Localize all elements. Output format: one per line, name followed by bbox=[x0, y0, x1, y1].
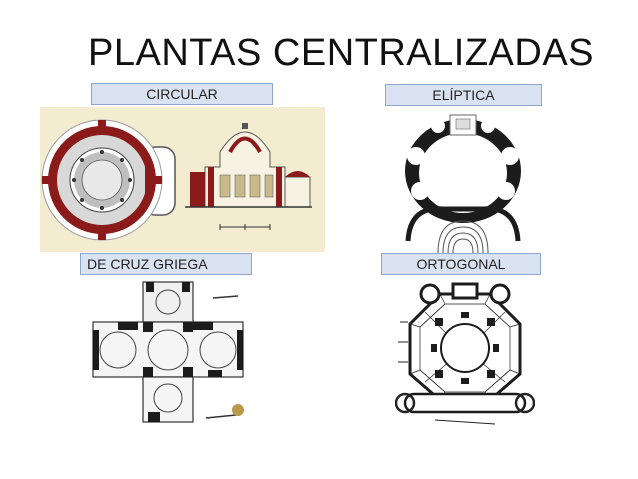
label-cruz-griega-text: DE CRUZ GRIEGA bbox=[87, 256, 208, 272]
slide-title: PLANTAS CENTRALIZADAS bbox=[88, 32, 595, 74]
label-circular: CIRCULAR bbox=[91, 83, 273, 105]
circular-floor-plan bbox=[41, 119, 176, 241]
circular-section bbox=[185, 123, 312, 230]
label-circular-text: CIRCULAR bbox=[146, 86, 218, 102]
label-ortogonal: ORTOGONAL bbox=[381, 253, 541, 275]
eliptica-plan-image bbox=[398, 111, 528, 253]
ortogonal-plan-image bbox=[395, 282, 535, 427]
label-eliptica: ELÍPTICA bbox=[385, 84, 542, 106]
label-ortogonal-text: ORTOGONAL bbox=[416, 256, 506, 272]
cruz-griega-plan-image bbox=[88, 280, 258, 430]
circular-plan-image bbox=[40, 107, 325, 252]
label-cruz-griega: DE CRUZ GRIEGA bbox=[80, 253, 252, 275]
label-eliptica-text: ELÍPTICA bbox=[432, 87, 495, 103]
